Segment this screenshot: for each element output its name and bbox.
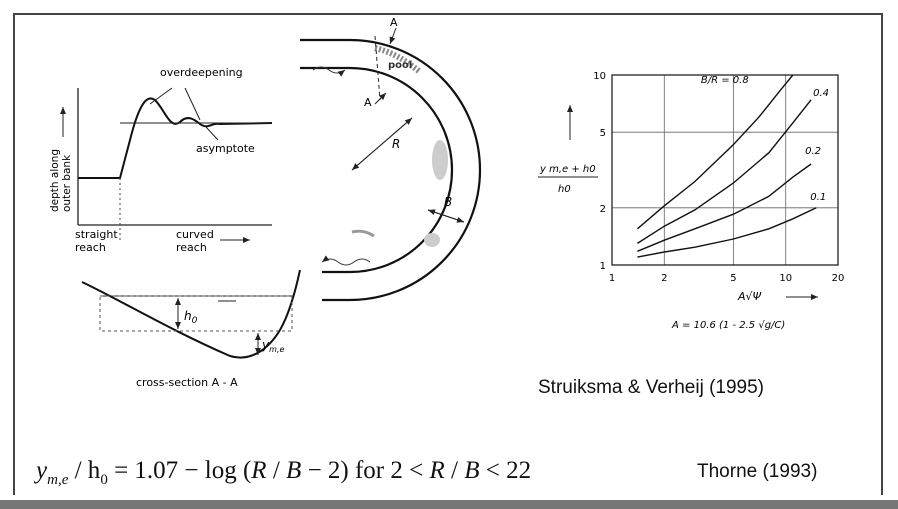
bar-shade-lower — [424, 233, 440, 247]
thorne-formula: ym,e / h0 = 1.07 − log (R / B − 2) for 2… — [36, 457, 532, 488]
asymptote-leader — [205, 126, 219, 141]
series-label: B/R = 0.8 — [701, 75, 749, 86]
series-line — [637, 163, 812, 252]
y-tick-label: 1 — [600, 261, 606, 272]
bottom-strip — [0, 500, 898, 509]
chart-ylabel-denominator: h0 — [558, 184, 571, 195]
straight-reach-label-line1: straight — [75, 228, 118, 241]
bend-plan-diagram: pool A A R B — [300, 16, 482, 302]
reference-rectangle — [99, 295, 293, 332]
curved-reach-label-line2: reach — [176, 241, 207, 254]
chart: 1 2 5 10 20 1 2 5 10 B/R = 0.8 0.4 0.2 0.1 y m,e + … — [538, 71, 844, 331]
series-line — [637, 207, 817, 258]
depth-profile-curve — [78, 97, 273, 179]
depth-y-label-line2: outer bank — [61, 154, 73, 212]
credit-struiksma: Struiksma & Verheij (1995) — [538, 377, 764, 398]
x-tick-label: 20 — [832, 273, 845, 284]
chart-series-group — [636, 74, 817, 258]
h0-label: h0 — [184, 309, 198, 326]
section-arrow-mid — [374, 92, 387, 105]
width-arrow-back — [427, 209, 465, 223]
flow-arrow-in — [312, 66, 346, 77]
flow-arrow-out — [321, 255, 371, 266]
ymee-label: ym,e — [261, 338, 284, 354]
slide-frame — [13, 13, 883, 495]
chart-series-labels: B/R = 0.8 0.4 0.2 0.1 — [701, 75, 829, 203]
pool-label: pool — [388, 60, 412, 71]
overdeepening-leader-a — [149, 87, 173, 105]
overdeepening-label: overdeepening — [160, 66, 243, 79]
y-tick-label: 2 — [600, 204, 606, 215]
x-tick-label: 1 — [609, 273, 615, 284]
x-tick-label: 2 — [661, 273, 667, 284]
section-arrow-top — [389, 27, 397, 45]
cross-section-diagram: h0 ym,e cross-section A - A — [81, 269, 301, 389]
y-tick-label: 10 — [593, 71, 606, 82]
pool-hatching — [374, 45, 422, 75]
depth-y-label-line1: depth along — [49, 149, 61, 212]
series-label: 0.1 — [810, 192, 826, 203]
asymptote-label: asymptote — [196, 142, 255, 155]
point-bar-shade — [432, 140, 448, 180]
chart-plot-frame — [611, 74, 839, 266]
section-line — [374, 35, 381, 101]
curved-reach-label-line1: curved — [176, 228, 214, 241]
straight-reach-label-line2: reach — [75, 241, 106, 254]
section-label-top: A — [390, 16, 398, 29]
inner-bar-shade — [351, 229, 375, 238]
section-label-mid: A — [364, 96, 372, 109]
chart-tick-labels: 1 2 5 10 20 1 2 5 10 — [593, 71, 844, 284]
width-label: B — [444, 195, 452, 209]
chart-ylabel-numerator: y m,e + h0 — [539, 164, 596, 175]
radius-arrow-back — [351, 117, 413, 171]
x-tick-label: 5 — [730, 273, 736, 284]
bend-inner-bank — [300, 66, 454, 274]
series-line — [636, 74, 794, 230]
overdeepening-leader-b — [184, 87, 201, 121]
series-line — [637, 99, 812, 244]
series-label: 0.4 — [813, 88, 829, 99]
chart-grid — [611, 74, 839, 266]
radius-label: R — [392, 137, 400, 151]
x-tick-label: 10 — [779, 273, 792, 284]
y-tick-label: 5 — [600, 128, 606, 139]
channel-bed — [81, 269, 301, 359]
credit-thorne: Thorne (1993) — [697, 461, 818, 482]
chart-xlabel: A√Ψ — [737, 290, 762, 303]
series-label: 0.2 — [805, 146, 821, 157]
chart-formula-note: A = 10.6 (1 - 2.5 √g/C) — [671, 320, 785, 331]
bend-outer-bank — [300, 38, 482, 302]
depth-profile-diagram: overdeepening asymptote depth along oute… — [49, 66, 273, 254]
cross-section-caption: cross-section A - A — [136, 376, 238, 389]
